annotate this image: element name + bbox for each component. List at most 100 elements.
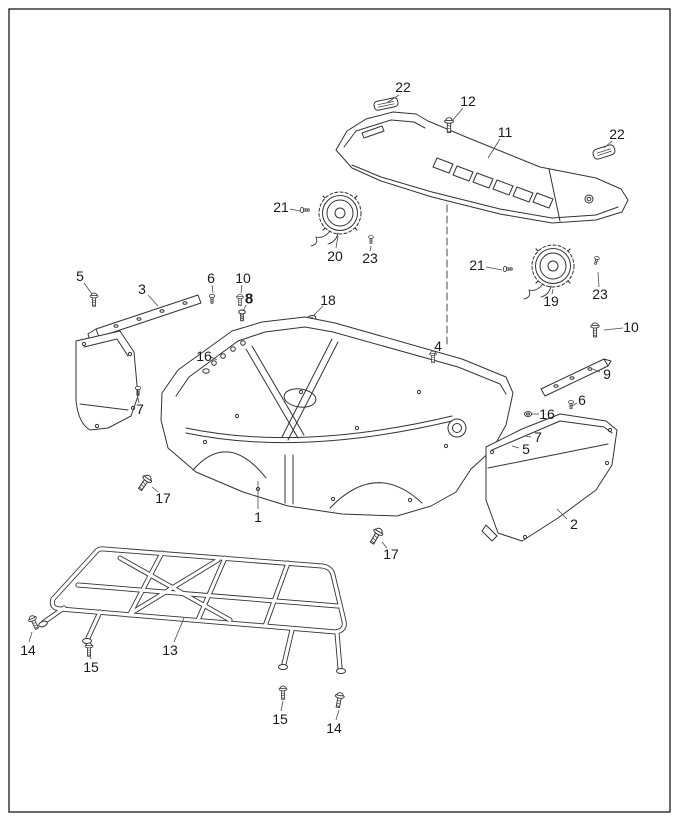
part-number-label: 10 <box>623 319 639 335</box>
part-callout-6: 6 <box>207 270 215 294</box>
tail-light-right <box>523 244 575 300</box>
part-number-label: 1 <box>254 509 262 525</box>
part-number-label: 7 <box>534 429 542 445</box>
part-callout-22: 22 <box>603 126 625 149</box>
panel-vent-slot <box>361 125 385 139</box>
callout-leader-line <box>381 541 388 549</box>
callout-leader-line <box>597 271 600 288</box>
callout-leader-line <box>89 653 92 660</box>
callout-leader-line <box>240 284 243 294</box>
part-number-label: 12 <box>460 93 476 109</box>
left-lower-panel-shape <box>75 330 139 431</box>
part-callout-10: 10 <box>603 319 639 335</box>
part-callout-21: 21 <box>273 199 301 215</box>
part-number-label: 14 <box>20 642 36 658</box>
part-callout-15: 15 <box>272 700 288 727</box>
part-number-label: 7 <box>136 401 144 417</box>
panel-vent-slot <box>432 157 454 174</box>
part-callout-12: 12 <box>451 93 476 122</box>
callout-leader-line <box>603 140 613 149</box>
part-number-label: 2 <box>570 516 578 532</box>
bolt-15-left-icon <box>84 642 94 657</box>
grommet-16-right-icon <box>523 411 533 417</box>
part-callout-6: 6 <box>571 392 586 408</box>
callout-leader-line <box>280 700 284 712</box>
right-side-panel-shape <box>481 413 618 542</box>
bolt-17-left-icon <box>135 472 155 493</box>
callout-leader-line <box>137 397 140 404</box>
bolt-10-left-icon <box>236 293 244 307</box>
part-callout-21: 21 <box>469 257 503 273</box>
part-number-label: 5 <box>522 441 530 457</box>
part-number-label: 16 <box>196 348 212 364</box>
callout-leader-line <box>210 356 218 361</box>
callout-leader-line <box>511 445 520 449</box>
part-number-label: 21 <box>469 257 485 273</box>
part-callout-14: 14 <box>326 709 342 736</box>
part-callout-4: 4 <box>433 338 442 356</box>
nut-23-left-icon <box>368 235 374 244</box>
bolt-14-left-icon <box>26 613 42 632</box>
callout-leader-line <box>451 107 464 122</box>
part-number-label: 4 <box>434 338 442 354</box>
part-callout-8: 8 <box>242 291 253 312</box>
part-number-label: 22 <box>395 79 411 95</box>
callout-leader-line <box>369 245 372 252</box>
part-number-label: 13 <box>162 642 178 658</box>
part-callout-13: 13 <box>162 617 185 658</box>
bolt-15-right-icon <box>278 685 288 700</box>
rack-foot <box>38 620 48 628</box>
part-number-label: 19 <box>543 293 559 309</box>
screw-8-icon <box>238 309 246 322</box>
panel-vent-slot <box>492 179 514 196</box>
tail-light-left <box>310 191 362 247</box>
part-callout-19: 19 <box>543 288 559 309</box>
bolt-5-left-icon <box>89 292 99 307</box>
panel-vent-slot <box>452 165 474 182</box>
part-callout-5: 5 <box>76 268 93 295</box>
part-number-label: 17 <box>155 490 171 506</box>
part-number-label: 14 <box>326 720 342 736</box>
part-callout-17: 17 <box>151 486 171 506</box>
reflector-right <box>592 144 616 160</box>
callout-leader-line <box>28 631 33 643</box>
callout-leader-line <box>151 486 159 493</box>
part-callout-11: 11 <box>487 124 513 159</box>
part-callout-3: 3 <box>138 281 159 307</box>
rack-foot <box>278 664 288 670</box>
part-callout-16: 16 <box>532 406 555 422</box>
cargo-rack-shape <box>38 549 346 674</box>
part-number-label: 15 <box>83 659 99 675</box>
part-callout-9: 9 <box>592 366 611 382</box>
screw-6-left-icon <box>208 293 216 304</box>
screw-6-right-icon <box>568 400 574 410</box>
bolt-14-right-icon <box>332 691 346 709</box>
callout-leader-line <box>487 138 501 159</box>
part-callout-5: 5 <box>511 441 530 457</box>
callout-leader-line <box>556 508 568 520</box>
part-number-label: 10 <box>235 270 251 286</box>
part-number-label: 18 <box>320 292 336 308</box>
rear-top-panel-shape <box>335 111 629 224</box>
part-number-label: 6 <box>207 270 215 286</box>
callout-leader-line <box>147 294 159 307</box>
part-number-label: 11 <box>498 124 513 140</box>
part-number-label: 5 <box>76 268 84 284</box>
rack-foot <box>336 668 346 674</box>
callout-leader-line <box>83 282 93 295</box>
panel-vent-slot <box>532 192 554 209</box>
part-number-label: 8 <box>245 291 253 308</box>
part-callout-20: 20 <box>327 235 343 264</box>
cargo-box-shape <box>160 316 514 517</box>
part-number-label: 21 <box>273 199 289 215</box>
part-callout-22: 22 <box>387 79 411 103</box>
bolt-10-right-icon <box>590 322 600 338</box>
callout-leader-line <box>551 288 554 295</box>
part-callout-7: 7 <box>524 429 542 445</box>
callout-leader-line <box>387 94 400 103</box>
wheel-arch-right <box>329 482 423 509</box>
part-callout-16: 16 <box>196 348 218 364</box>
part-callout-17: 17 <box>381 541 399 562</box>
part-callout-14: 14 <box>20 631 36 658</box>
